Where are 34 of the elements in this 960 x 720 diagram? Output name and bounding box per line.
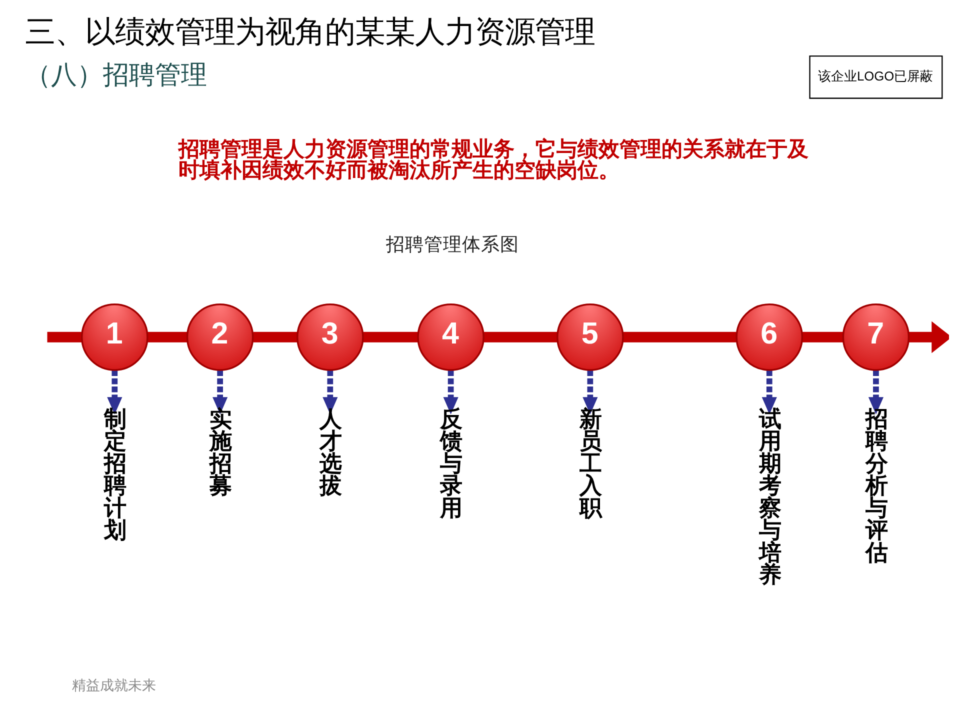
arrow bbox=[212, 370, 228, 414]
label: 精益成就未来 bbox=[72, 676, 156, 693]
connector bbox=[363, 332, 418, 342]
connector bbox=[623, 332, 736, 342]
node-text: 试用期考察与培养 bbox=[758, 406, 781, 588]
arrow bbox=[868, 370, 884, 414]
arrow bbox=[908, 321, 949, 354]
label: 招聘管理体系图 bbox=[386, 233, 519, 254]
node-circle: 5 bbox=[556, 303, 624, 371]
node-text: 新员工入职 bbox=[580, 406, 602, 520]
node-circle: 4 bbox=[417, 303, 484, 371]
node-circle: 7 bbox=[842, 303, 910, 371]
label: 招聘管理是人力资源管理的常规业务，它与绩效管理的关系就在于及时填补因绩效不好而被淘汰所产生的空缺岗位。 bbox=[178, 138, 808, 182]
node-box: 该企业LOGO已屏蔽 bbox=[809, 55, 943, 99]
connector bbox=[47, 332, 82, 342]
arrow bbox=[582, 370, 598, 414]
connector bbox=[484, 332, 557, 342]
node-text: 实施招募 bbox=[210, 406, 232, 498]
node-circle: 6 bbox=[736, 303, 804, 371]
arrow bbox=[762, 370, 777, 414]
node-circle: 3 bbox=[296, 303, 364, 371]
node-text: 招聘分析与评估 bbox=[865, 406, 888, 565]
node-circle: 1 bbox=[80, 303, 148, 371]
connector bbox=[253, 332, 298, 342]
arrow bbox=[107, 370, 122, 414]
connector bbox=[148, 332, 188, 342]
node-text: 反馈与录用 bbox=[440, 406, 462, 520]
node-text: 人才选拔 bbox=[320, 406, 342, 498]
arrow bbox=[443, 370, 458, 414]
node-text: 制定招聘计划 bbox=[104, 406, 126, 543]
node-circle: 2 bbox=[186, 303, 254, 371]
diagram-title: 三、以绩效管理为视角的某某人力资源管理 bbox=[25, 14, 596, 49]
label: （八）招聘管理 bbox=[25, 62, 208, 90]
connector bbox=[802, 332, 844, 342]
